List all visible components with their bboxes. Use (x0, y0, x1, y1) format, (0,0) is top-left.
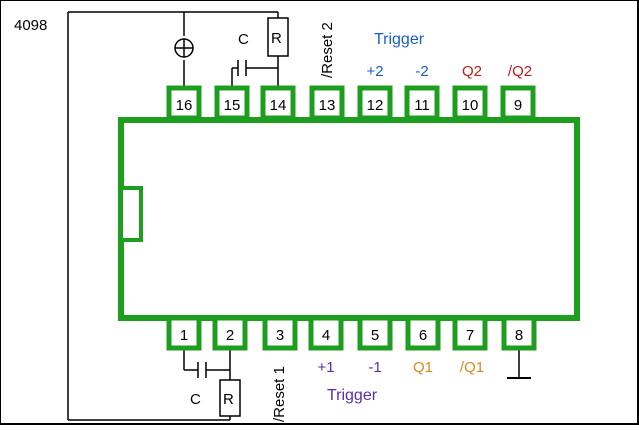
pin-1-number: 1 (180, 327, 188, 344)
pin-4-box (308, 315, 344, 351)
pin-6-number: 6 (419, 327, 427, 344)
pin-7-number: 7 (466, 327, 474, 344)
pin-11-label: -2 (415, 63, 428, 80)
pin-4-number: 4 (322, 327, 330, 344)
pin-13-box (309, 85, 345, 121)
pin-7-label: /Q1 (460, 359, 484, 376)
pin-12-number: 12 (367, 97, 384, 114)
chip-body (118, 117, 580, 321)
pin-2-box (212, 315, 248, 351)
pin-9-box (500, 85, 536, 121)
wires (67, 11, 531, 421)
pin-3-box (262, 315, 298, 351)
resistor-top-label: R (271, 30, 282, 47)
pin-9-number: 9 (514, 97, 522, 114)
pin-12-box (357, 85, 393, 121)
pin-5-box (357, 315, 393, 351)
top-pins: 16 15 14 13 12 11 10 9 (166, 85, 536, 121)
pin-15-box (214, 85, 250, 121)
pin-14-box (260, 85, 296, 121)
pin-4-label: +1 (317, 359, 334, 376)
pin-14-number: 14 (270, 97, 287, 114)
pin-6-box (405, 315, 441, 351)
pin-5-number: 5 (371, 327, 379, 344)
pin-7-box (452, 315, 488, 351)
trigger-top-label: Trigger (374, 31, 425, 48)
pin-10-box (452, 85, 488, 121)
pin-10-number: 10 (462, 97, 479, 114)
pin-6-label: Q1 (413, 359, 433, 376)
pin-11-number: 11 (414, 97, 430, 114)
chip-notch (119, 186, 143, 242)
pin-16-number: 16 (176, 97, 193, 114)
pin-3-label: /Reset 1 (271, 366, 288, 422)
pin-8-box (501, 315, 537, 351)
capacitor-top (237, 60, 247, 76)
bottom-pins: 1 2 3 4 5 6 7 8 (166, 315, 537, 351)
pin-12-label: +2 (366, 63, 383, 80)
resistor-top (267, 17, 289, 57)
trigger-bottom-label: Trigger (327, 387, 378, 404)
pin-13-label: /Reset 2 (319, 22, 336, 78)
capacitor-bottom-label: C (190, 391, 201, 408)
resistor-bottom (219, 379, 241, 417)
capacitor-top-label: C (238, 31, 249, 48)
pin-8-number: 8 (515, 327, 523, 344)
pin-10-label: Q2 (462, 63, 482, 80)
pin-9-label: /Q2 (508, 63, 532, 80)
chip-name: 4098 (14, 17, 47, 34)
pin-11-box (404, 85, 440, 121)
pin-15-number: 15 (224, 97, 241, 114)
pin-3-number: 3 (276, 327, 284, 344)
pin-16-box (166, 85, 202, 121)
pin-13-number: 13 (319, 97, 336, 114)
pin-1-box (166, 315, 202, 351)
pin-2-number: 2 (226, 327, 234, 344)
capacitor-bottom (197, 362, 207, 378)
pin-5-label: -1 (368, 359, 381, 376)
resistor-bottom-label: R (223, 391, 234, 408)
